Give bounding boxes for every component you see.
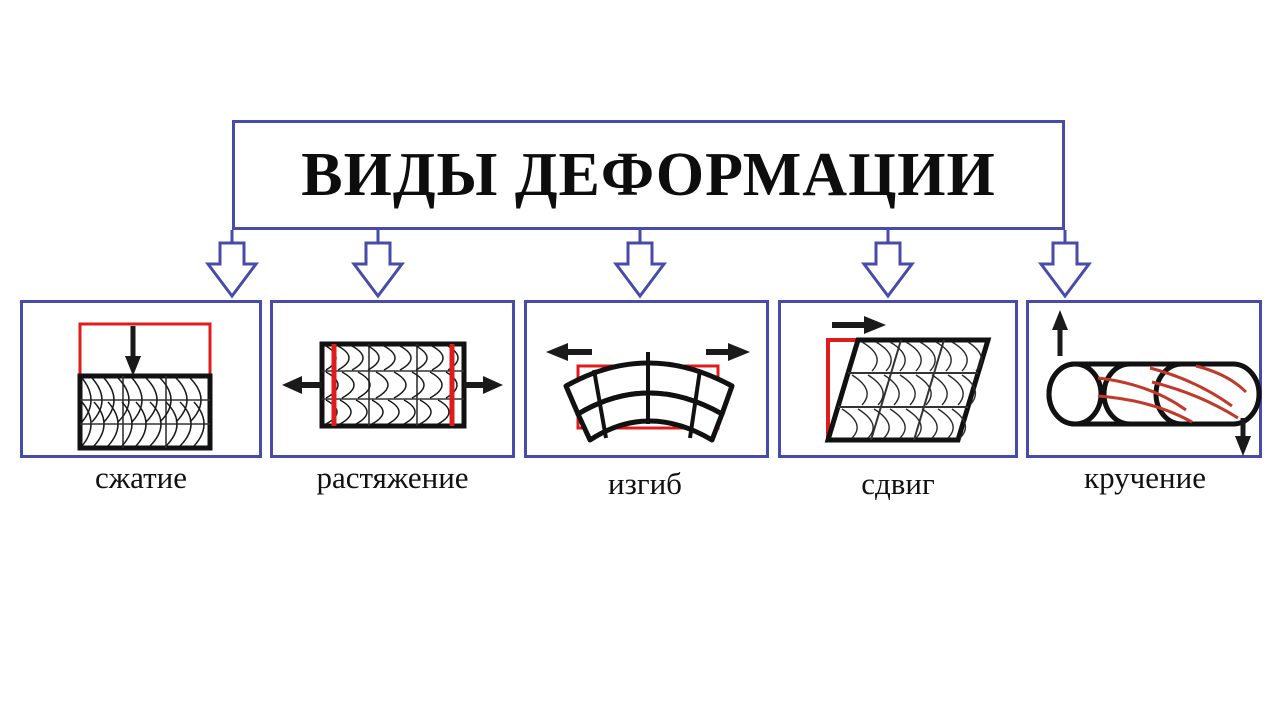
torsion-force-arrow-up [1052,310,1068,356]
shear-force-arrow [832,316,886,334]
down-block-arrow-2 [351,241,405,299]
bending-grid [592,352,702,439]
card-torsion[interactable] [1026,300,1262,458]
card-shear[interactable] [778,300,1018,458]
down-block-arrow-5 [1038,241,1092,299]
down-block-arrow-1 [205,241,259,299]
tension-force-arrow-right [464,376,503,394]
tension-original-markers [331,344,455,426]
tension-grid [322,344,464,426]
shear-grid [838,339,978,441]
torsion-force-arrow-down [1235,418,1251,456]
torsion-helix-lines [1097,364,1248,424]
card-label-bending: изгиб [608,466,682,501]
compression-grain [81,377,205,447]
card-compression[interactable] [20,300,262,458]
tension-force-arrow-left [282,376,322,394]
down-block-arrow-4 [861,241,915,299]
bending-force-arrow-left [546,343,592,361]
card-label-torsion: кручение [1084,460,1206,495]
card-label-shear: сдвиг [861,466,935,501]
card-label-compression: сжатие [94,460,188,495]
compression-force-arrow [125,326,141,376]
down-block-arrow-3 [613,241,667,299]
card-tension[interactable] [270,300,515,458]
card-label-tension: растяжение [316,460,469,495]
tension-grain [325,345,459,425]
title-box: ВИДЫ ДЕФОРМАЦИИ [232,120,1065,230]
page-title: ВИДЫ ДЕФОРМАЦИИ [301,141,996,209]
card-bending[interactable] [524,300,769,458]
bending-force-arrow-right [706,343,750,361]
shear-grain [841,341,983,439]
